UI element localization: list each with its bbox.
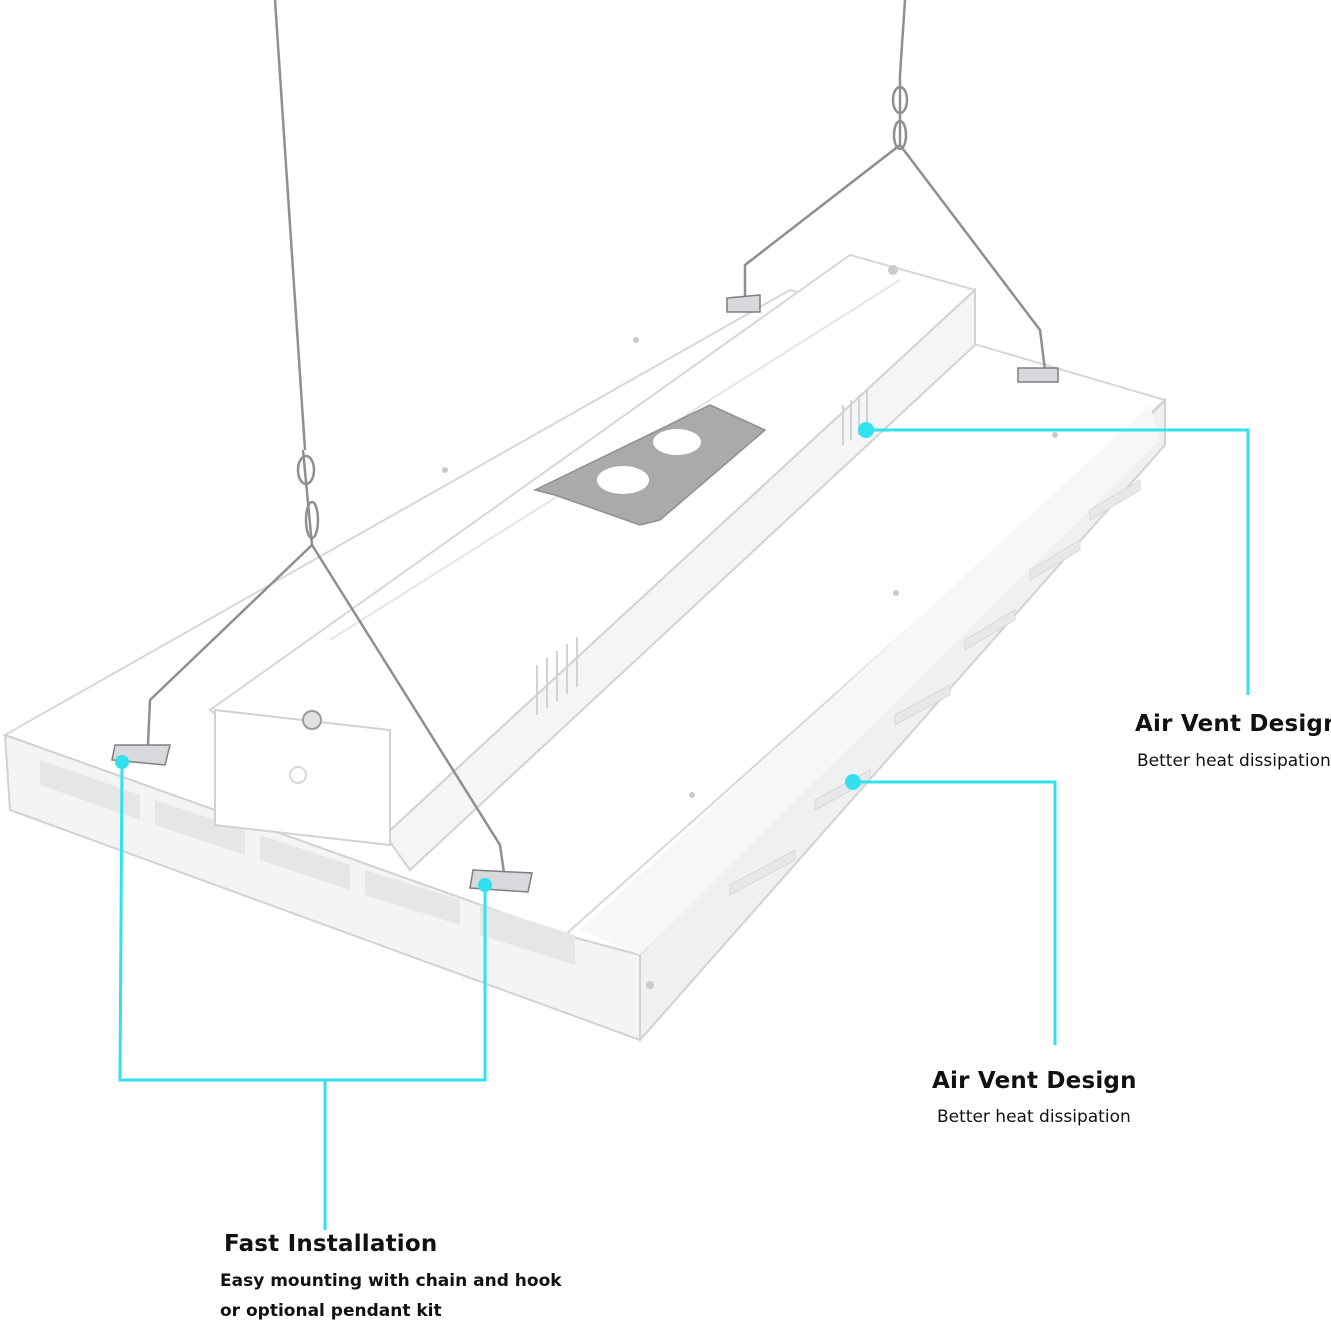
knockout-icon — [289, 766, 307, 784]
plate-hole-icon — [597, 466, 649, 494]
front-vent-slots — [40, 760, 575, 965]
callout-dot-clip-right — [478, 878, 492, 892]
tray-reflector — [580, 405, 1160, 955]
housing-right-face — [383, 287, 976, 872]
vent-side-title: Air Vent Design — [932, 1068, 1137, 1094]
callout-lines — [118, 428, 1250, 1230]
install-desc-line2: or optional pendant kit — [220, 1301, 442, 1321]
hook-icon — [296, 85, 909, 540]
callout-dots — [115, 422, 874, 892]
callout-dot-vent-top — [858, 422, 874, 438]
screw-icon — [302, 710, 322, 730]
install-title: Fast Installation — [224, 1231, 438, 1257]
install-desc-line1: Easy mounting with chain and hook — [220, 1271, 562, 1291]
junction-box-front — [214, 708, 391, 847]
vent-top-desc: Better heat dissipation — [1137, 751, 1331, 771]
fastener-dots — [442, 265, 1058, 989]
vent-top-title: Air Vent Design — [1135, 711, 1331, 737]
callout-dot-clip-left — [115, 755, 129, 769]
right-vent-slots — [729, 479, 1141, 896]
plate-hole-icon — [653, 429, 701, 455]
mounting-plate — [532, 404, 767, 526]
vent-side-desc: Better heat dissipation — [937, 1107, 1131, 1127]
callout-dot-vent-side — [845, 774, 861, 790]
